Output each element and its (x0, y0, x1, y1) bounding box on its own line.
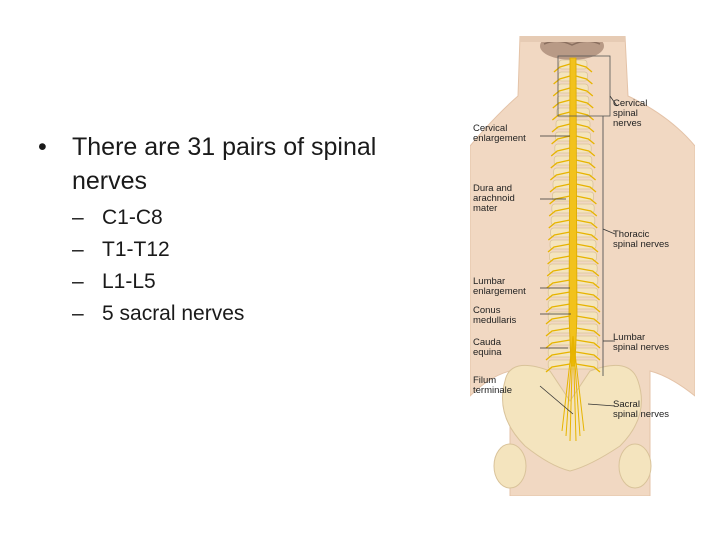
nerve-root (575, 279, 600, 289)
nerve-root (545, 351, 571, 361)
label-cauda-equina: Cauda equina (473, 337, 502, 358)
nerve-root (551, 111, 571, 121)
nerve-root (575, 351, 601, 361)
label-lumbar-spinal-nerves: Lumbar spinal nerves (613, 332, 669, 353)
nerve-root (553, 63, 571, 73)
nerve-root (575, 147, 596, 157)
nerve-root (575, 267, 600, 277)
nerve-root (552, 99, 571, 109)
nerve-root (546, 279, 571, 289)
sub-bullet-thoracic: – T1-T12 (38, 234, 448, 266)
nerve-root (575, 63, 593, 73)
nerve-root (575, 75, 593, 85)
nerve-root (550, 147, 571, 157)
nerve-root (575, 219, 598, 229)
nerve-root (548, 219, 571, 229)
nerve-root (575, 183, 597, 193)
femur-left (493, 443, 527, 489)
nerve-root (575, 87, 594, 97)
nerve-root (546, 267, 571, 277)
bullet-main-text: There are 31 pairs of spinal nerves (72, 133, 377, 195)
nerve-root (575, 339, 601, 349)
bullet-dot: • (38, 133, 47, 161)
sub-bullet-text: L1-L5 (102, 270, 156, 293)
nerve-root (551, 123, 571, 133)
nerve-root (545, 315, 571, 325)
nerve-root (575, 159, 596, 169)
dash: – (72, 238, 84, 261)
femur-right (618, 443, 652, 489)
sub-bullet-sacral: – 5 sacral nerves (38, 298, 448, 330)
cauda-equina (561, 335, 585, 442)
spinal-cord-illustration: Cervical enlargement Dura and arachnoid … (469, 32, 696, 497)
nerve-root (547, 231, 571, 241)
dash: – (72, 270, 84, 293)
nerve-root (575, 195, 597, 205)
bullet-list: • There are 31 pairs of spinal nerves – … (38, 130, 448, 330)
nerve-root (545, 303, 571, 313)
label-thoracic-spinal-nerves: Thoracic spinal nerves (613, 229, 669, 250)
label-cervical-enlargement: Cervical enlargement (473, 123, 526, 144)
nerve-root (550, 159, 571, 169)
sub-bullet-text: C1-C8 (102, 206, 163, 229)
nerve-root (575, 171, 597, 181)
nerve-root (552, 87, 571, 97)
nerve-root (549, 183, 571, 193)
sub-bullet-text: 5 sacral nerves (102, 302, 245, 325)
dash: – (72, 302, 84, 325)
bullet-main: • There are 31 pairs of spinal nerves (38, 130, 448, 198)
nerve-root (575, 111, 595, 121)
nerve-root (547, 255, 571, 265)
right-leader-lines (587, 95, 618, 407)
spinal-cord (568, 57, 578, 367)
nerve-root (549, 171, 571, 181)
label-filum-terminale: Filum terminale (473, 375, 513, 396)
label-lumbar-enlargement: Lumbar enlargement (473, 276, 526, 297)
nerve-root (575, 255, 599, 265)
nerve-root (545, 363, 571, 373)
nerve-root (575, 303, 601, 313)
label-dura-arachnoid: Dura and arachnoid mater (473, 183, 515, 214)
skull-hint (520, 36, 625, 42)
label-conus-medullaris: Conus medullaris (473, 305, 517, 326)
nerve-root (575, 135, 595, 145)
nerve-root (553, 75, 571, 85)
nerve-root (575, 315, 601, 325)
left-leader-lines (539, 135, 574, 415)
sub-bullet-text: T1-T12 (102, 238, 170, 261)
nerve-root (545, 339, 571, 349)
nerve-root (551, 135, 571, 145)
dash: – (72, 206, 84, 229)
nerve-root (575, 99, 594, 109)
nerve-root (575, 231, 599, 241)
nerve-root (545, 327, 571, 337)
nerve-root (545, 291, 571, 301)
spinal-nerve-roots (545, 63, 601, 373)
label-cervical-spinal-nerves: Cervical spinal nerves (613, 98, 648, 129)
sub-bullet-cervical: – C1-C8 (38, 202, 448, 234)
sub-bullet-lumbar: – L1-L5 (38, 266, 448, 298)
pelvis (502, 364, 642, 472)
nerve-root (575, 243, 599, 253)
anatomy-drawing (469, 32, 696, 497)
nerve-root (548, 207, 571, 217)
nerve-root (575, 207, 598, 217)
nerve-root (575, 291, 601, 301)
label-sacral-spinal-nerves: Sacral spinal nerves (613, 399, 669, 420)
cervical-box (557, 55, 611, 117)
nerve-root (575, 363, 601, 373)
nerve-root (547, 243, 571, 253)
nerve-root (575, 327, 601, 337)
nerve-root (575, 123, 595, 133)
